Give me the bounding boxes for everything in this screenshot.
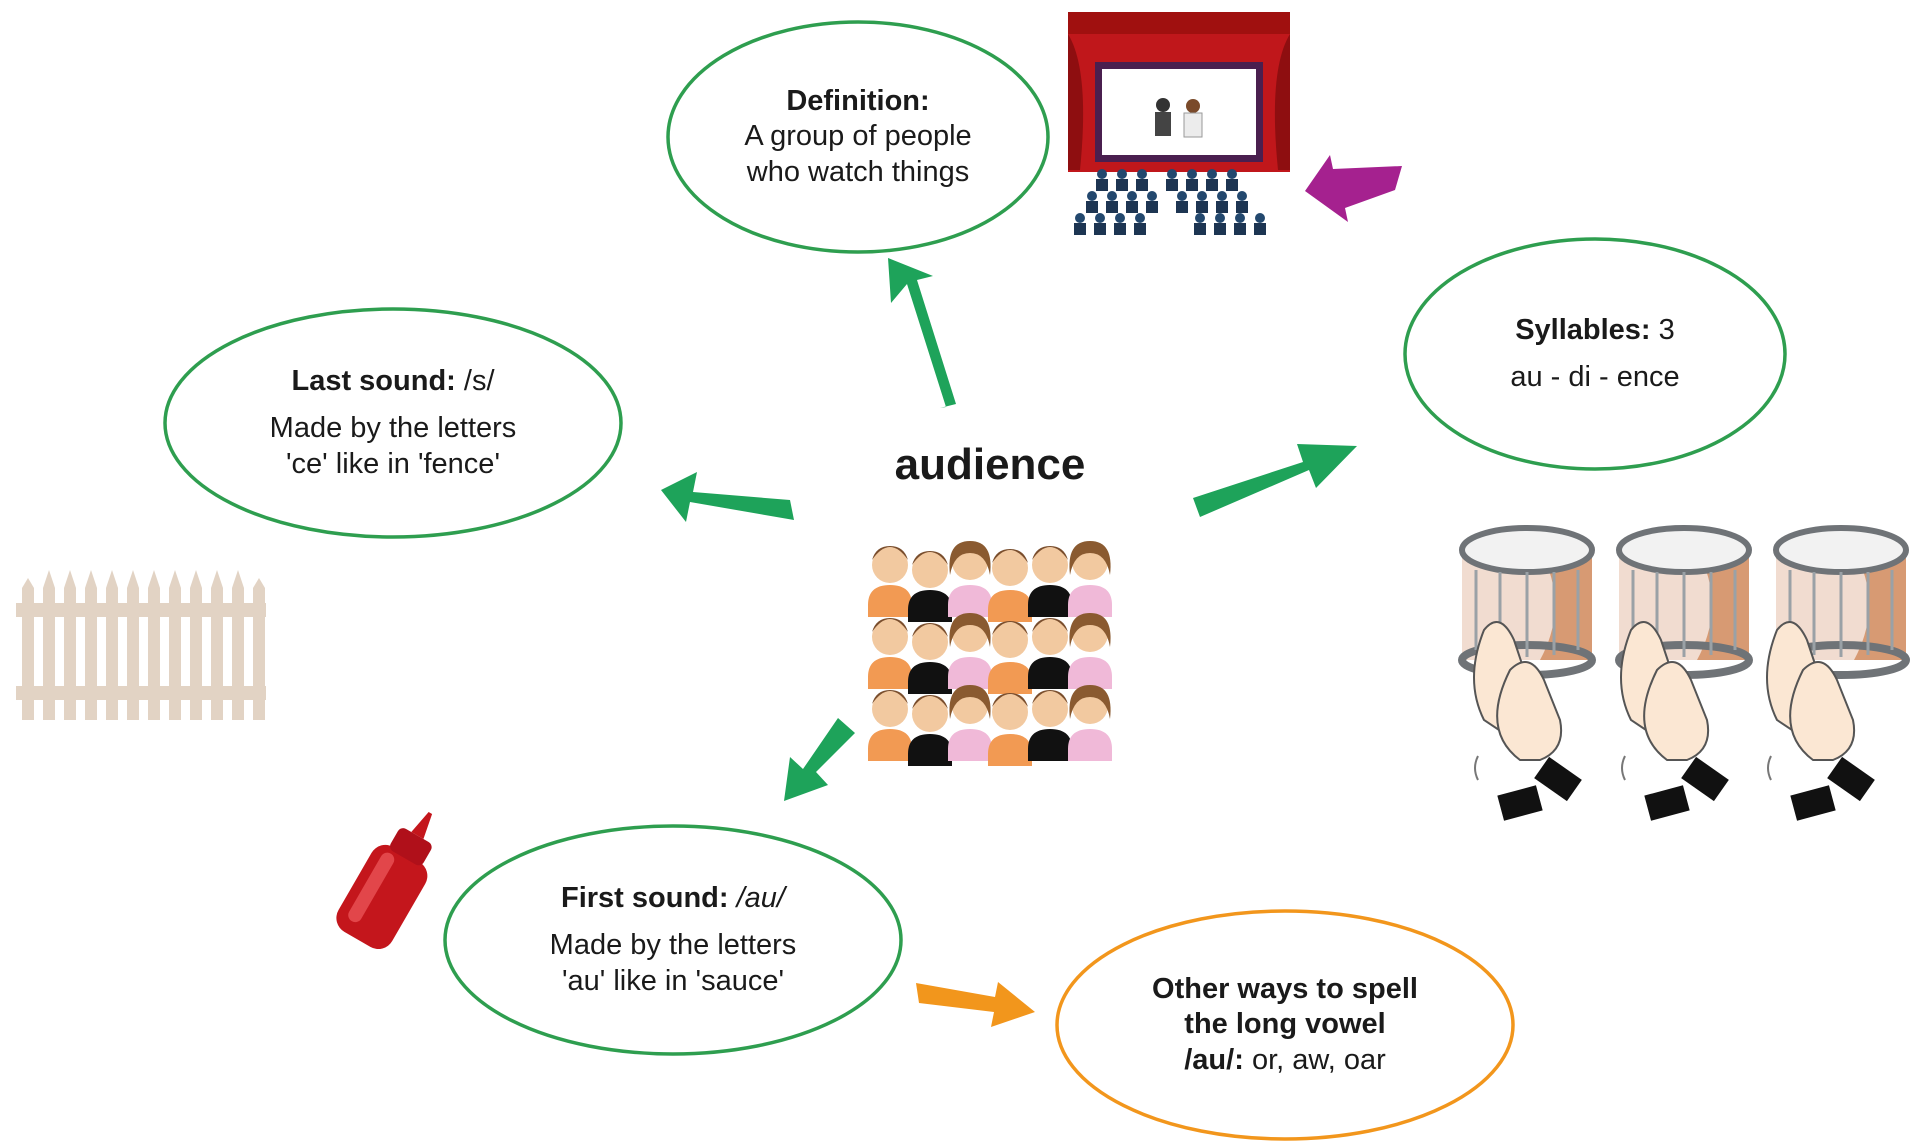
syllables-bubble: Syllables: 3 au - di - ence bbox=[1405, 239, 1785, 469]
arrow-to-theater bbox=[1305, 155, 1402, 222]
first-sound-title: First sound: /au/ bbox=[561, 881, 785, 916]
syllables-value: 3 bbox=[1658, 313, 1675, 346]
first-sound-heading: First sound: bbox=[561, 881, 729, 914]
crowd-icon bbox=[868, 541, 1112, 766]
syllables-bubble-outline bbox=[1403, 237, 1787, 471]
arrow-to-other-ways bbox=[916, 982, 1035, 1027]
ketchup-bottle-icon bbox=[336, 811, 433, 950]
definition-bubble-outline bbox=[666, 20, 1050, 254]
first-sound-line2: 'au' like in 'sauce' bbox=[561, 964, 785, 997]
first-sound-value: /au/ bbox=[736, 881, 785, 914]
other-ways-bubble: Other ways to spell the long vowel /au/:… bbox=[1057, 911, 1513, 1139]
theater-audience-icon bbox=[1068, 12, 1290, 235]
last-sound-bubble-outline bbox=[163, 307, 623, 539]
definition-heading: Definition: bbox=[786, 84, 930, 117]
syllables-title: Syllables: 3 bbox=[1515, 313, 1675, 348]
first-sound-bubble-outline bbox=[443, 824, 903, 1056]
definition-line2: who watch things bbox=[746, 155, 970, 188]
other-ways-heading: /au/: bbox=[1184, 1043, 1244, 1076]
syllables-heading: Syllables: bbox=[1515, 313, 1651, 346]
other-ways-line1: Other ways to spell bbox=[1152, 972, 1418, 1005]
last-sound-heading: Last sound: bbox=[291, 364, 456, 397]
last-sound-bubble: Last sound: /s/ Made by the letters 'ce'… bbox=[165, 309, 621, 537]
other-ways-title: /au/: or, aw, oar bbox=[1184, 1043, 1386, 1078]
arrow-to-first-sound bbox=[784, 718, 855, 801]
arrow-to-syllables bbox=[1193, 444, 1357, 517]
last-sound-line2: 'ce' like in 'fence' bbox=[286, 447, 500, 480]
last-sound-line1: Made by the letters bbox=[269, 412, 517, 445]
syllables-line1: au - di - ence bbox=[1510, 361, 1680, 393]
arrow-to-last-sound bbox=[661, 472, 794, 522]
arrow-to-definition bbox=[888, 258, 956, 408]
first-sound-bubble: First sound: /au/ Made by the letters 'a… bbox=[445, 826, 901, 1054]
definition-bubble: Definition: A group of people who watch … bbox=[668, 22, 1048, 252]
definition-line1: A group of people bbox=[744, 120, 972, 153]
other-ways-value: or, aw, oar bbox=[1251, 1043, 1386, 1076]
last-sound-value: /s/ bbox=[463, 364, 495, 397]
clapping-hands-icon bbox=[1473, 621, 1876, 822]
other-ways-bubble-outline bbox=[1055, 909, 1515, 1141]
drum-icon bbox=[1458, 528, 1906, 679]
last-sound-title: Last sound: /s/ bbox=[291, 364, 494, 399]
other-ways-line2: the long vowel bbox=[1184, 1008, 1386, 1041]
center-word: audience bbox=[894, 440, 1086, 489]
fence-icon bbox=[16, 570, 266, 720]
first-sound-line1: Made by the letters bbox=[549, 929, 797, 962]
